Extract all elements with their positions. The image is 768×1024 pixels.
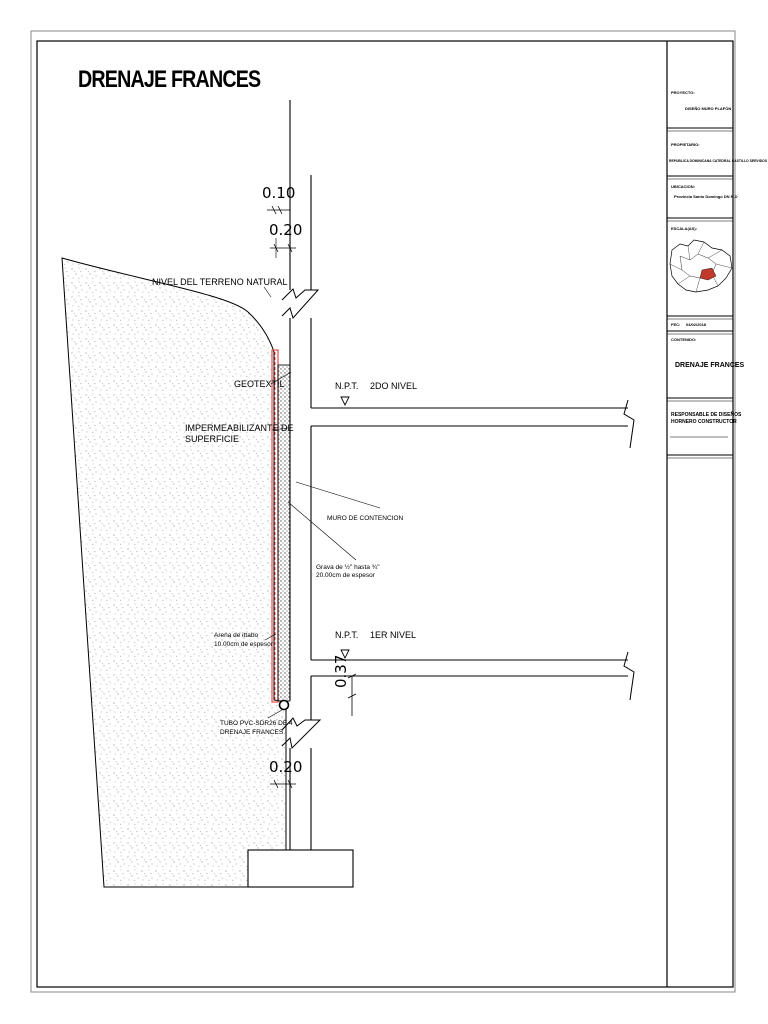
gravel-layer	[277, 364, 291, 702]
tb-responsable-1: RESPONSABLE DE DISEÑOS	[671, 412, 742, 418]
leader-geotextil	[270, 371, 292, 385]
label-geotextil: GEOTEXTIL	[234, 379, 285, 389]
dim-010-text: 0.10	[262, 184, 296, 202]
sheet-border	[30, 30, 736, 993]
leader-muro	[295, 481, 381, 509]
label-npt-2do: N.P.T.	[335, 381, 359, 391]
label-grava-2: 20.00cm de espesor	[316, 572, 375, 579]
tb-contenido-value: DRENAJE FRANCES	[675, 362, 745, 369]
drawing-frame	[36, 40, 734, 988]
dim-037-text: 0.37	[332, 654, 350, 688]
leader-grava	[287, 501, 357, 561]
level-marker-2do	[340, 396, 350, 407]
soil-mass	[61, 257, 287, 888]
label-grava-1: Grava de ½" hasta ¾"	[316, 564, 380, 571]
tb-proyecto-label: PROYECTO:	[671, 90, 695, 95]
drawing-title: DRENAJE FRANCES	[78, 66, 261, 93]
leader-terrain	[263, 286, 272, 298]
label-impermeab-1: IMPERMEABILIZANTE DE	[185, 423, 294, 433]
tb-escala-label: ESCALA(AS):	[671, 226, 697, 231]
location-map	[669, 239, 733, 293]
leader-tubo	[267, 709, 283, 719]
break-upper	[281, 288, 320, 319]
tb-responsable-2: HORNERO CONSTRUCTOR	[671, 419, 737, 425]
tb-fecha-value: 04/02/2018	[686, 322, 707, 327]
label-tubo-2: DRENAJE FRANCES	[220, 729, 284, 736]
drain-pipe	[278, 699, 290, 711]
tb-ubicacion-label: UBICACION:	[671, 184, 695, 189]
tb-fecha-label: FEC:	[671, 322, 681, 327]
tb-propietario-label: PROPIETARIO:	[671, 142, 700, 147]
label-impermeab-2: SUPERFICIE	[185, 434, 240, 444]
tb-ubicacion-value: Provincia Santo Domingo DN R.D	[674, 194, 738, 199]
slab-1er-break	[623, 651, 635, 701]
label-arena-1: Arena de ittabo	[214, 632, 259, 639]
slab-2do-break	[623, 399, 635, 449]
footing	[247, 849, 354, 888]
tb-contenido-label: CONTENIDO:	[671, 337, 697, 342]
break-lower	[281, 717, 322, 750]
label-arena-2: 10.00cm de espesor	[214, 641, 273, 648]
level-marker-1er	[340, 649, 350, 660]
label-2do-nivel: 2DO NIVEL	[370, 381, 418, 391]
leader-impermeab	[271, 427, 289, 431]
label-muro: MURO DE CONTENCION	[327, 515, 404, 522]
tb-proyecto-value: DISEÑO MURO PLAFÓN	[685, 106, 732, 111]
label-tubo-1: TUBO PVC-SDR26 DE 4	[220, 720, 293, 727]
label-npt-1er: N.P.T.	[335, 630, 359, 640]
dim-020-top-text: 0.20	[269, 221, 303, 239]
leader-arena	[264, 633, 277, 641]
label-terrain: NIVEL DEL TERRENO NATURAL	[152, 277, 288, 287]
dim-020-bottom-text: 0.20	[269, 758, 303, 776]
label-1er-nivel: 1ER NIVEL	[370, 630, 417, 640]
tb-propietario-value: REPUBLICA DOMINICANA CATEDRAL CASTILLO S…	[669, 159, 768, 163]
